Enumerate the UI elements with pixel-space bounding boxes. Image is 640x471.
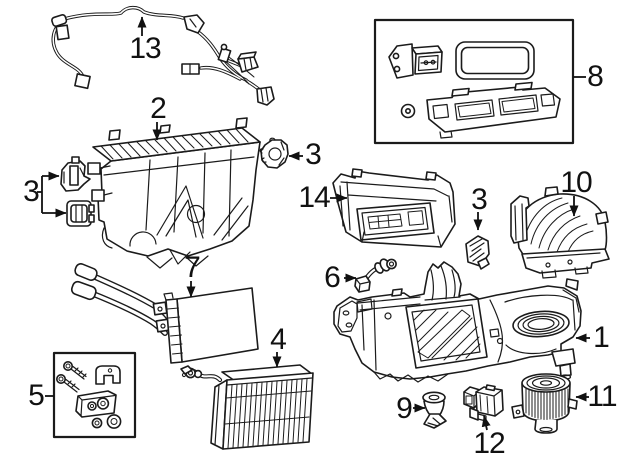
callout-label-12-14: 12: [473, 427, 505, 460]
part-8-kit-box-art: [373, 18, 575, 145]
part-10-intake-housing-art: [510, 186, 610, 279]
part-13-wiring-harness-art: [51, 5, 275, 106]
callout-label-4-10: 4: [270, 323, 287, 356]
part-3-actuator-right-art: [259, 137, 289, 169]
callout-label-3-3: 3: [305, 138, 322, 171]
callout-label-9-13: 9: [396, 392, 413, 425]
part-3-actuator-center-art: [465, 235, 490, 270]
part-1-lower-hvac-housing-art: [333, 261, 582, 383]
part-14-distribution-housing-art: [332, 168, 456, 248]
part-2-upper-hvac-case-art: [87, 117, 261, 269]
callout-label-6-8: 6: [324, 261, 341, 294]
callout-arrow-12-14: [481, 415, 491, 431]
callout-label-3-4: 3: [471, 183, 488, 216]
part-3-actuator-left-lower-art: [66, 200, 95, 227]
part-5-valve-kit-box-art: [52, 351, 137, 439]
part-12-blower-resistor-art: [463, 384, 504, 422]
part-6-hose-fitting-art: [354, 258, 397, 293]
callout-label-11-15: 11: [587, 380, 617, 413]
part-7-heater-core-art: [70, 263, 259, 364]
part-4-evaporator-core-art: [180, 364, 314, 450]
part-11-blower-motor-art: [511, 373, 578, 434]
part-3-actuator-left-upper-art: [60, 156, 91, 192]
callout-label-3-2: 3: [23, 175, 40, 208]
callout-arrow-layer: [37, 16, 590, 431]
callout-label-14-6: 14: [298, 181, 330, 214]
callout-label-2-1: 2: [150, 92, 167, 125]
callout-label-10-7: 10: [560, 166, 592, 199]
callout-label-5-11: 5: [28, 379, 45, 412]
callout-label-8-5: 8: [587, 60, 604, 93]
callout-label-13-0: 13: [129, 32, 161, 65]
callout-label-1-12: 1: [593, 321, 610, 354]
part-9-drain-valve-art: [422, 391, 447, 429]
callout-label-7-9: 7: [184, 251, 201, 284]
